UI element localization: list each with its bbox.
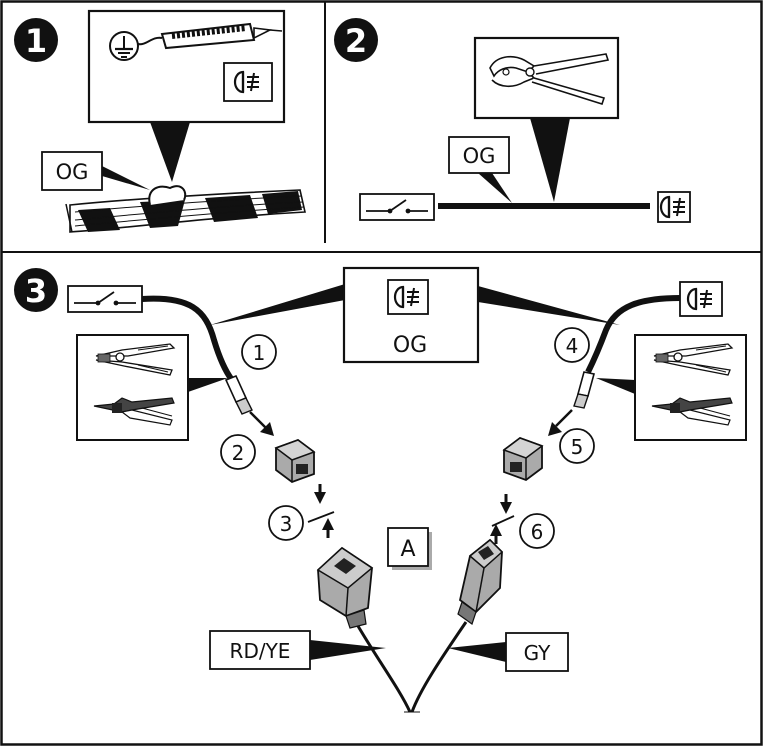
- step-badge-1: [14, 18, 58, 62]
- callout-pointer: [150, 122, 190, 182]
- wire-rd-ye: [356, 625, 412, 713]
- crimp-pointer-right: [596, 378, 635, 394]
- cutter-callout-box: [473, 36, 620, 120]
- wire-label-1: OG: [56, 160, 89, 184]
- callout-pointer-left: [210, 284, 345, 325]
- wire-right-upper: [585, 295, 681, 374]
- terminal-right: [573, 371, 595, 409]
- wire-label-rdye: RD/YE: [230, 639, 291, 663]
- svg-text:1: 1: [253, 341, 266, 365]
- cutter-callout-pointer: [530, 118, 570, 202]
- wire-label-2: OG: [463, 144, 496, 168]
- panel-1: 1 OG: [14, 9, 306, 233]
- svg-text:2: 2: [232, 441, 245, 465]
- wire-harness: [65, 185, 306, 233]
- panel-2: 2 OG: [334, 18, 691, 223]
- wire-label-box-2: [448, 136, 510, 174]
- svg-text:3: 3: [280, 512, 293, 536]
- label-pointer-2: [478, 173, 512, 203]
- switch-icon: [359, 193, 435, 221]
- vehicle-connector-right: [457, 538, 504, 625]
- panel-3: 3 OG: [14, 266, 747, 713]
- test-light-icon: [137, 22, 283, 50]
- label-a: A: [400, 537, 415, 562]
- svg-text:6: 6: [531, 520, 544, 544]
- step-circle-3: 3: [268, 505, 304, 541]
- wire-label-box-gy: [505, 632, 569, 672]
- side-cutter-icon: [489, 53, 610, 105]
- step-number-2: 2: [345, 22, 367, 60]
- step-circle-1: 1: [241, 334, 277, 370]
- connector-icon: [275, 439, 315, 483]
- step-circle-6: 6: [519, 513, 555, 549]
- wire-label-gy: GY: [524, 641, 552, 665]
- step-circle-5: 5: [559, 428, 595, 464]
- fog-lamp-icon: [657, 191, 691, 223]
- ground-icon: [109, 31, 139, 61]
- vehicle-connector-left: [316, 546, 374, 629]
- step-number-1: 1: [25, 22, 47, 60]
- wire-left-upper: [141, 295, 235, 382]
- terminal-left: [224, 374, 253, 415]
- insert-arrow-left: [249, 411, 274, 436]
- label-pointer-gy: [448, 642, 506, 662]
- callout-pointer-right: [478, 286, 620, 325]
- callout-label: OG: [393, 333, 427, 358]
- fog-lamp-icon: [387, 279, 429, 315]
- step-circle-4: 4: [554, 327, 590, 363]
- step-circle-2: 2: [220, 434, 256, 470]
- crimp-pointer-left: [188, 378, 228, 392]
- mate-arrows-right: [490, 494, 515, 544]
- mate-arrows-left: [307, 484, 335, 538]
- step-badge-3: [14, 268, 58, 312]
- label-pointer-1: [102, 166, 150, 190]
- wire-gy: [410, 621, 468, 713]
- step-number-3: 3: [25, 272, 47, 310]
- label-a-box: [387, 527, 429, 567]
- fog-lamp-icon: [679, 281, 723, 317]
- switch-icon: [67, 285, 143, 313]
- svg-text:5: 5: [571, 435, 584, 459]
- step-badge-2: [334, 18, 378, 62]
- fog-lamp-icon: [223, 62, 273, 102]
- wire-label-box-rdye: [209, 630, 311, 670]
- label-pointer-rdye: [310, 640, 386, 660]
- insert-arrow-right: [548, 409, 573, 436]
- svg-text:4: 4: [566, 334, 579, 358]
- connector-icon: [503, 437, 543, 481]
